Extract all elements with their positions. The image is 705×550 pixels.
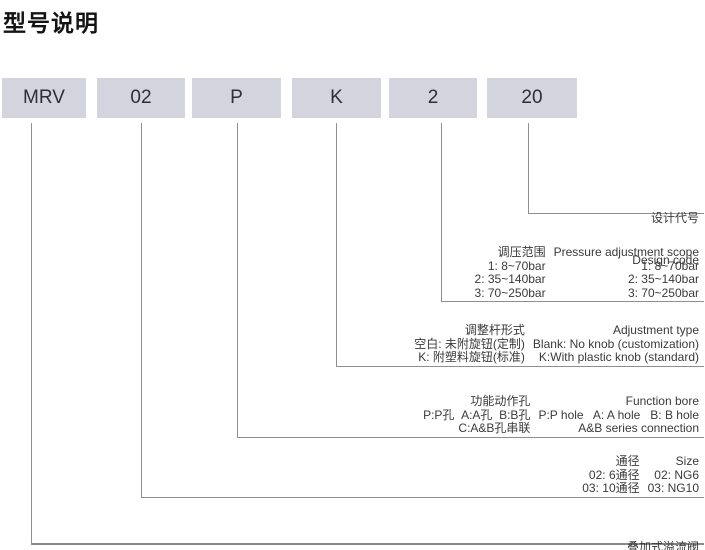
pressure-header-row: 调压范围 Pressure adjustment scope <box>475 245 699 260</box>
rule-design-code <box>528 213 704 214</box>
function-bore-header-zh: 功能动作孔 <box>470 394 531 408</box>
section-function-bore: 功能动作孔 Function bore P:P孔 A:A孔 B:B孔 P:P h… <box>423 394 699 436</box>
model-box-function-bore: P <box>192 78 281 118</box>
pressure-row: 1: 8~70bar 1: 8~70bar <box>475 258 699 274</box>
connector-line-adjustment <box>336 123 337 366</box>
connector-line-function-bore <box>237 123 238 437</box>
function-bore-row: P:P孔 A:A孔 B:B孔 P:P hole A: A hole B: B h… <box>423 407 699 423</box>
function-bore-row-en: P:P hole A: A hole B: B hole <box>538 407 699 422</box>
pressure-row: 3: 70~250bar 3: 70~250bar <box>474 286 699 301</box>
size-header-row: 通径 Size <box>582 454 699 469</box>
function-bore-row-zh: P:P孔 A:A孔 B:B孔 <box>423 407 531 422</box>
pressure-row-en: 2: 35~140bar <box>627 272 699 287</box>
size-row-en: 03: NG10 <box>647 481 699 496</box>
section-adjustment: 调整杆形式 Adjustment type 空白: 未附旋钮(定制) Blank… <box>414 323 699 365</box>
rule-adjustment <box>336 366 704 367</box>
adjustment-row-en: K:With plastic knob (standard) <box>538 350 699 365</box>
adjustment-row: 空白: 未附旋钮(定制) Blank: No knob (customizati… <box>414 336 699 352</box>
function-bore-row: C:A&B孔串联 A&B series connection <box>423 422 699 436</box>
size-header-en: Size <box>675 454 699 468</box>
adjustment-header-row: 调整杆形式 Adjustment type <box>414 323 699 338</box>
model-box-pressure: 2 <box>389 78 477 118</box>
section-size: 通径 Size 02: 6通径 02: NG6 03: 10通径 03: NG1… <box>582 454 699 496</box>
size-row: 03: 10通径 03: NG10 <box>582 482 699 496</box>
adjustment-row-zh: K: 附塑料旋钮(标准) <box>418 350 525 365</box>
pressure-row-en: 1: 8~70bar <box>641 258 699 273</box>
adjustment-header-en: Adjustment type <box>612 323 699 337</box>
design-code-label-zh: 设计代号 <box>650 211 699 226</box>
design-code-label-en: Design code <box>632 252 699 267</box>
section-design-code: 设计代号 Design code <box>632 185 699 295</box>
pressure-row-zh: 1: 8~70bar <box>487 258 546 273</box>
function-bore-header-en: Function bore <box>625 394 699 408</box>
model-box-adjustment: K <box>292 78 381 118</box>
connector-line-design-code <box>528 123 529 213</box>
size-row-zh: 02: 6通径 <box>588 467 640 482</box>
pressure-row-zh: 3: 70~250bar <box>474 286 546 301</box>
rule-pressure <box>441 301 704 302</box>
section-pressure: 调压范围 Pressure adjustment scope 1: 8~70ba… <box>474 245 699 301</box>
connector-line-size <box>141 123 142 497</box>
connector-line-pressure <box>441 123 442 301</box>
size-header-zh: 通径 <box>615 454 640 468</box>
adjustment-row-en: Blank: No knob (customization) <box>532 336 699 351</box>
rule-product <box>31 543 704 545</box>
function-bore-row-en: A&B series connection <box>578 421 699 436</box>
connector-line-mrv <box>31 123 32 543</box>
section-product: 叠加式溢流阀 Modular relief valves <box>589 514 699 550</box>
adjustment-row-zh: 空白: 未附旋钮(定制) <box>414 336 525 351</box>
model-box-design-code: 20 <box>487 78 577 118</box>
size-row-zh: 03: 10通径 <box>582 481 640 496</box>
pressure-header-en: Pressure adjustment scope <box>553 245 699 259</box>
pressure-header-zh: 调压范围 <box>497 245 546 259</box>
function-bore-header-row: 功能动作孔 Function bore <box>423 394 699 409</box>
model-box-size: 02 <box>97 78 185 118</box>
function-bore-row-zh: C:A&B孔串联 <box>458 421 531 436</box>
pressure-row-en: 3: 70~250bar <box>627 286 699 301</box>
pressure-row: 2: 35~140bar 2: 35~140bar <box>475 273 699 287</box>
product-label-zh: 叠加式溢流阀 <box>626 540 699 550</box>
rule-size <box>141 497 704 498</box>
model-box-mrv: MRV <box>2 78 86 118</box>
rule-function-bore <box>237 437 704 438</box>
size-row-en: 02: NG6 <box>654 467 699 482</box>
adjustment-header-zh: 调整杆形式 <box>464 323 525 337</box>
size-row: 02: 6通径 02: NG6 <box>582 467 699 483</box>
page-title: 型号说明 <box>3 10 99 36</box>
pressure-row-zh: 2: 35~140bar <box>474 272 546 287</box>
adjustment-row: K: 附塑料旋钮(标准) K:With plastic knob (standa… <box>414 351 699 365</box>
